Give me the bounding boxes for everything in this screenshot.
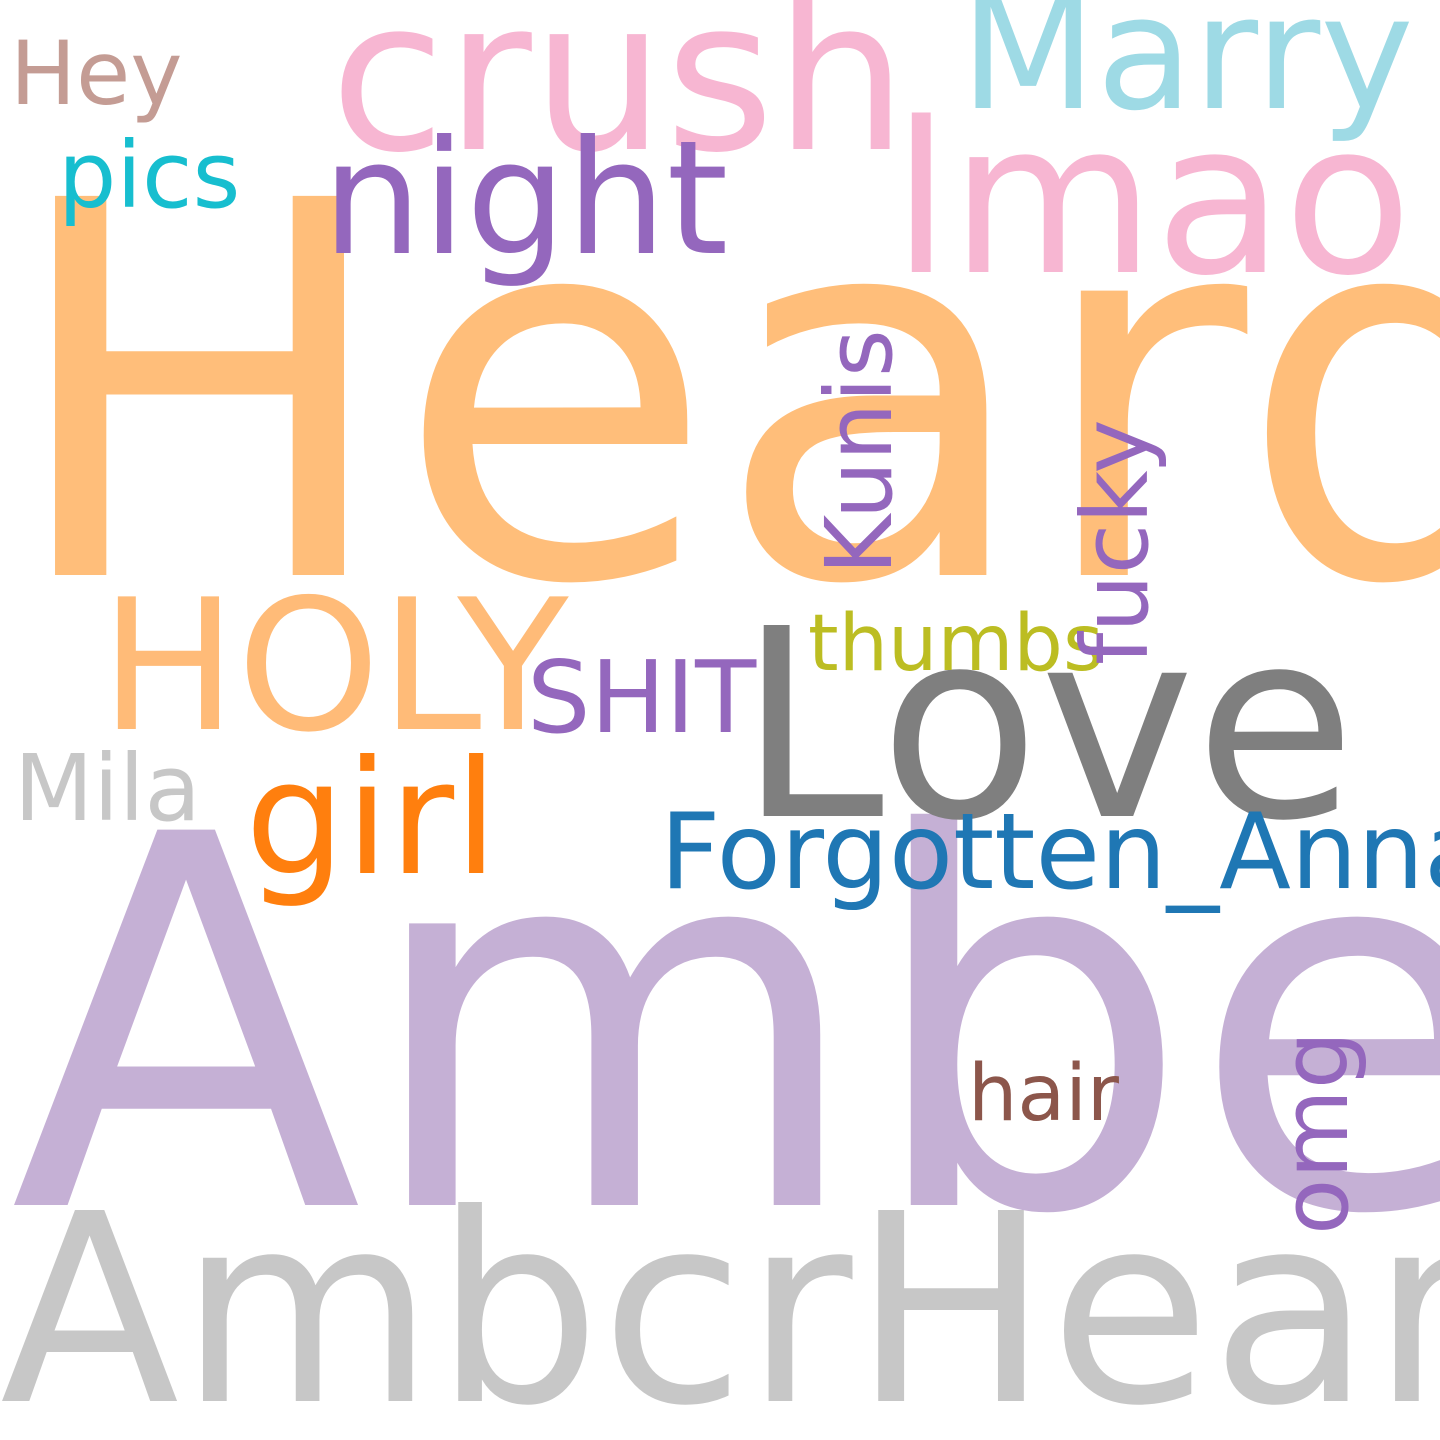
word-lmao: lmao <box>892 77 1413 322</box>
word-hair: hair <box>968 1049 1119 1139</box>
word-mila: Mila <box>14 735 201 842</box>
word-pics: pics <box>58 122 241 229</box>
word-holy: HOLY <box>100 560 569 772</box>
word-kunis: Kunis <box>806 329 913 575</box>
word-crush: crush <box>330 0 908 199</box>
word-shit: SHIT <box>527 639 757 756</box>
word-girl: girl <box>245 727 499 911</box>
word-fucky: fucky <box>1062 419 1169 665</box>
word-forgotten-anna: Forgotten_Anna <box>660 791 1440 913</box>
word-night: night <box>322 107 729 291</box>
word-omg: omg <box>1262 1030 1369 1235</box>
word-hey: Hey <box>10 22 183 125</box>
word-thumbs: thumbs <box>808 599 1104 689</box>
word-marry: Marry <box>960 0 1414 146</box>
word-ambcrheard: AmbcrHeard <box>0 1158 1440 1440</box>
word-heard: Heard <box>4 92 1440 698</box>
word-love: Love <box>738 573 1356 878</box>
word-amber: Amber <box>10 728 1440 1327</box>
